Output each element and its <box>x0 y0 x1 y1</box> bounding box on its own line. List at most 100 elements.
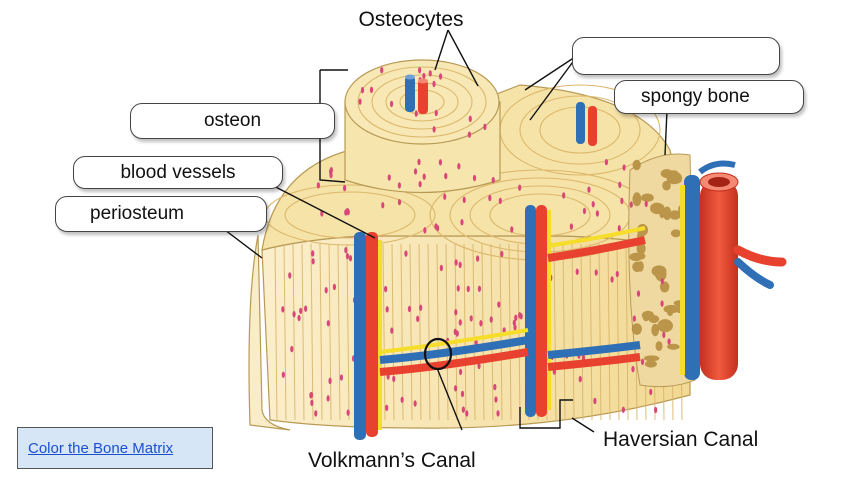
osteocyte-dot <box>460 390 465 398</box>
spongy-hole <box>663 304 680 314</box>
osteocyte-dot <box>514 314 518 321</box>
osteocyte-dot <box>467 131 472 138</box>
osteocyte-dot <box>617 225 621 232</box>
osteocyte-dot <box>299 307 303 315</box>
osteocyte-dot <box>385 404 389 412</box>
osteocyte-dot <box>498 197 502 205</box>
osteocyte-dot <box>392 375 396 383</box>
osteocyte-dot <box>414 110 418 117</box>
osteocyte-dot <box>494 396 498 403</box>
osteon-label-box: osteon <box>130 103 335 139</box>
spongy-hole <box>657 319 673 333</box>
lamella-line <box>499 243 503 421</box>
osteocyte-dot <box>493 383 497 391</box>
osteocyte-dot <box>458 319 462 326</box>
volkmanns-canal-label: Volkmann’s Canal <box>308 449 476 472</box>
blood-vessels-label: blood vessels <box>120 161 236 183</box>
osteocyte-dot <box>316 182 320 189</box>
lamella-line <box>328 243 332 421</box>
osteocyte-dot <box>461 406 465 413</box>
lamella-line <box>292 243 296 421</box>
lamella-line <box>490 243 494 421</box>
osteocyte-dot <box>457 163 461 170</box>
osteocyte-dot <box>631 365 635 373</box>
osteocyte-dot <box>360 86 365 94</box>
osteocyte-dot <box>390 327 394 334</box>
osteocyte-dot <box>488 194 492 202</box>
osteocyte-dot <box>632 315 636 322</box>
osteocyte-dot <box>456 285 460 292</box>
osteocyte-dot <box>472 174 477 182</box>
osteocyte-dot <box>311 258 315 265</box>
osteocyte-dot <box>453 385 458 392</box>
osteocyte-dot <box>477 362 481 370</box>
lamella-line <box>445 243 449 421</box>
osteocyte-dot <box>465 410 469 417</box>
lamella-line <box>472 243 476 421</box>
lamella-line <box>607 243 611 421</box>
osteocyte-dot <box>281 371 285 378</box>
osteocyte-dot <box>662 331 666 339</box>
osteocyte-dot <box>476 255 480 262</box>
osteocyte-dot <box>453 328 457 336</box>
blank-label-box[interactable] <box>572 37 780 75</box>
lamella-line <box>346 243 350 421</box>
osteocyte-dot <box>381 202 385 209</box>
osteocyte-dot <box>434 223 438 230</box>
osteocyte-dot <box>418 67 422 74</box>
spongy-hole <box>651 265 667 277</box>
lamella-line <box>571 243 575 421</box>
osteocyte-dot <box>342 184 347 192</box>
spongy-hole <box>651 323 660 337</box>
osteocyte-dot <box>288 272 292 279</box>
spongy-hole <box>632 192 642 207</box>
spongy-bone-label-box: spongy bone <box>614 80 804 114</box>
osteocyte-dot <box>423 227 427 234</box>
osteocyte-dot <box>417 158 421 166</box>
osteocyte-dot <box>513 324 517 331</box>
osteocyte-dot <box>345 207 350 215</box>
osteocyte-dot <box>500 250 504 258</box>
lamella-line <box>562 243 566 421</box>
osteocyte-dot <box>660 300 664 307</box>
osteocyte-dot <box>466 285 470 293</box>
spongy-hole <box>667 343 680 350</box>
osteocyte-dot <box>348 255 353 262</box>
osteocyte-dot <box>397 198 402 206</box>
osteocyte-dot <box>369 86 374 94</box>
osteocyte-dot <box>458 261 462 269</box>
osteocyte-dot <box>620 197 624 205</box>
spongy-hole <box>631 323 642 335</box>
osteocyte-dot <box>510 226 514 233</box>
osteocyte-dot <box>439 264 443 272</box>
osteocyte-dot <box>444 172 448 180</box>
osteocyte-dot <box>326 395 330 402</box>
spongy-hole <box>641 193 654 202</box>
osteocyte-dot <box>432 126 436 133</box>
osteocyte-dot <box>591 201 595 208</box>
osteocyte-dot <box>432 80 436 88</box>
osteocyte-dot <box>358 98 362 105</box>
color-bone-matrix-link[interactable]: Color the Bone Matrix <box>28 439 174 457</box>
osteocyte-dot <box>483 123 487 131</box>
lamella-line <box>310 243 314 421</box>
lamella-line <box>319 243 323 421</box>
lamella-line <box>463 243 467 421</box>
osteocyte-dot <box>640 358 645 366</box>
osteocyte-dot <box>438 73 443 80</box>
lamella-line <box>274 243 278 421</box>
osteocyte-dot <box>418 180 422 188</box>
osteocyte-dot <box>310 399 314 407</box>
osteocyte-dot <box>575 268 579 275</box>
spongy-hole <box>662 206 672 221</box>
main-blood-vessel <box>680 160 787 380</box>
osteocyte-dot <box>290 345 294 353</box>
osteocyte-dot <box>654 406 658 414</box>
osteocyte-dot <box>443 193 447 200</box>
osteocyte-dot <box>593 397 597 405</box>
lamella-line <box>625 243 629 421</box>
osteocyte-cells <box>281 66 671 417</box>
spongy-hole <box>670 229 681 238</box>
osteocyte-dot <box>629 201 633 208</box>
osteon-label: osteon <box>203 110 262 131</box>
